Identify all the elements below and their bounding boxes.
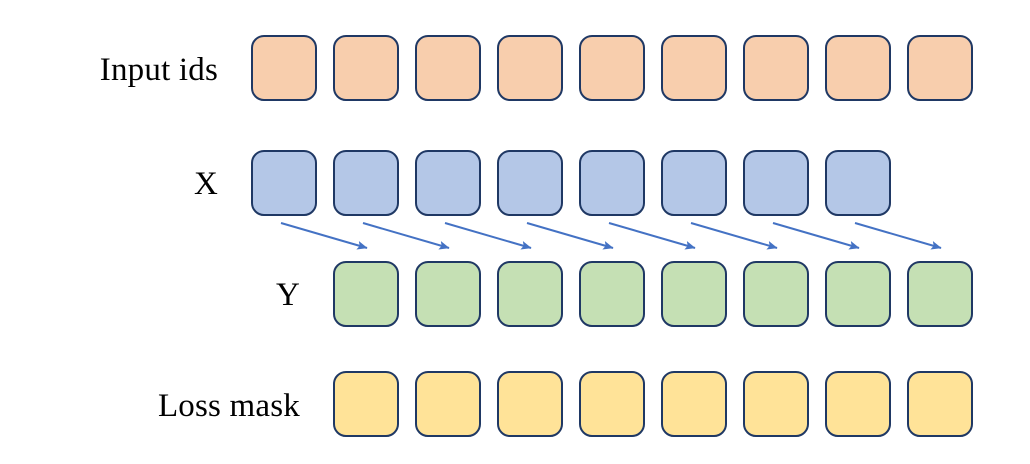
token-cell-loss-mask — [333, 371, 399, 437]
token-cell-x — [415, 150, 481, 216]
token-cell-loss-mask — [415, 371, 481, 437]
row-label-x: X — [193, 166, 218, 202]
shift-arrow — [280, 222, 368, 250]
token-cell-loss-mask — [743, 371, 809, 437]
token-cell-x — [497, 150, 563, 216]
token-cell-y — [497, 261, 563, 327]
token-cell-y — [661, 261, 727, 327]
token-row-x — [251, 150, 891, 216]
token-cell-loss-mask — [825, 371, 891, 437]
token-cell-input-ids — [415, 35, 481, 101]
token-row-input-ids — [251, 35, 973, 101]
token-cell-input-ids — [497, 35, 563, 101]
row-label-input-ids: Input ids — [99, 52, 218, 88]
token-cell-x — [661, 150, 727, 216]
shift-arrow — [690, 222, 778, 250]
token-cell-input-ids — [661, 35, 727, 101]
token-cell-y — [333, 261, 399, 327]
token-cell-loss-mask — [907, 371, 973, 437]
token-row-loss-mask — [333, 371, 973, 437]
token-cell-x — [251, 150, 317, 216]
token-cell-input-ids — [333, 35, 399, 101]
shift-arrow — [444, 222, 532, 250]
shift-arrow — [854, 222, 942, 250]
token-cell-y — [907, 261, 973, 327]
token-row-y — [333, 261, 973, 327]
token-cell-input-ids — [579, 35, 645, 101]
token-cell-x — [579, 150, 645, 216]
token-cell-x — [743, 150, 809, 216]
row-label-y: Y — [275, 277, 300, 313]
shift-arrow — [772, 222, 860, 250]
token-cell-y — [743, 261, 809, 327]
token-cell-loss-mask — [497, 371, 563, 437]
token-cell-input-ids — [743, 35, 809, 101]
token-cell-loss-mask — [661, 371, 727, 437]
token-cell-input-ids — [907, 35, 973, 101]
shift-arrow — [362, 222, 450, 250]
row-label-loss-mask: Loss mask — [157, 388, 300, 424]
token-cell-x — [825, 150, 891, 216]
token-cell-input-ids — [251, 35, 317, 101]
token-cell-input-ids — [825, 35, 891, 101]
token-cell-x — [333, 150, 399, 216]
token-cell-loss-mask — [579, 371, 645, 437]
shift-arrow — [526, 222, 614, 250]
token-cell-y — [579, 261, 645, 327]
shift-arrow — [608, 222, 696, 250]
token-cell-y — [825, 261, 891, 327]
token-cell-y — [415, 261, 481, 327]
